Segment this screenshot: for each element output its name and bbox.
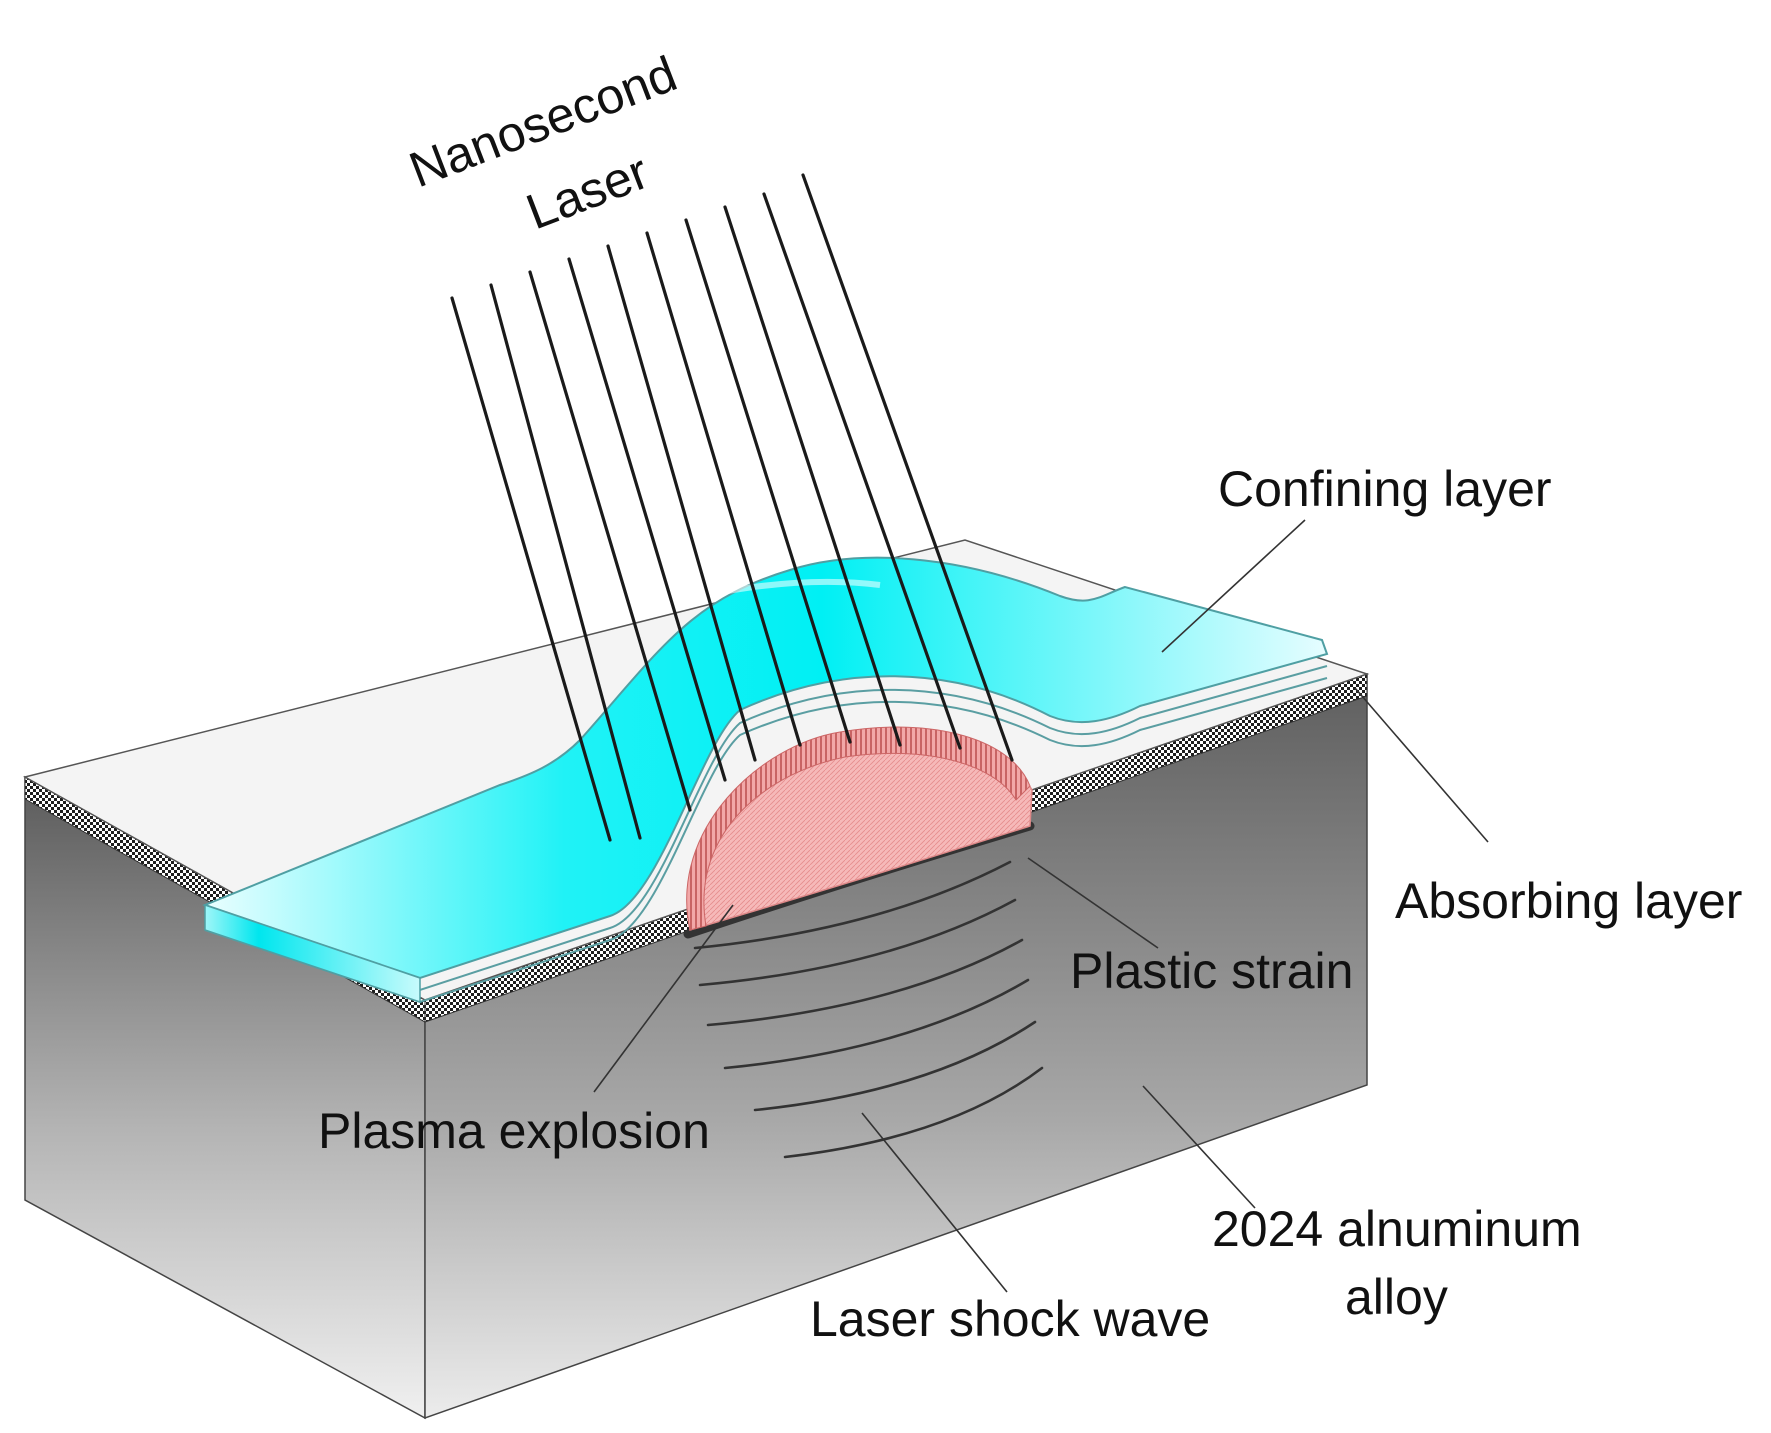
label-material-line2: alloy bbox=[1345, 1269, 1448, 1325]
leader-lines bbox=[593, 519, 1489, 1293]
label-material-line1: 2024 alnuminum bbox=[1212, 1201, 1582, 1257]
title-laser: Laser bbox=[519, 143, 656, 240]
shock-wave-arc bbox=[723, 978, 1030, 1070]
confining-layer bbox=[202, 556, 1329, 1004]
leader-confining-layer bbox=[1161, 519, 1306, 653]
laser-beam bbox=[645, 231, 802, 747]
confining-layer-front-edge bbox=[204, 903, 421, 1004]
label-plasma-explosion: Plasma explosion bbox=[318, 1103, 710, 1159]
laser-beam bbox=[684, 218, 852, 744]
confining-layer-body bbox=[202, 556, 1329, 980]
label-confining-layer: Confining layer bbox=[1218, 461, 1552, 517]
label-absorbing-layer: Absorbing layer bbox=[1395, 873, 1742, 929]
label-laser-shock-wave: Laser shock wave bbox=[810, 1291, 1210, 1347]
label-plastic-strain: Plastic strain bbox=[1070, 943, 1353, 999]
leader-laser-shock-wave bbox=[861, 1112, 1008, 1293]
laser-beams bbox=[450, 173, 1014, 842]
plasma-region bbox=[683, 726, 1035, 939]
leader-plastic-strain bbox=[1027, 857, 1159, 949]
laser-beam bbox=[450, 296, 612, 842]
confining-layer-edge-2 bbox=[204, 665, 1328, 992]
shock-wave-arc bbox=[698, 898, 1017, 987]
laser-beam bbox=[489, 283, 642, 840]
laser-beam bbox=[801, 173, 1014, 762]
laser-beam bbox=[723, 205, 902, 747]
plasma-ridge bbox=[686, 726, 1031, 931]
shock-wave-arc bbox=[783, 1066, 1044, 1159]
laser-beam bbox=[567, 257, 727, 782]
laser-beam bbox=[606, 244, 757, 762]
leader-aluminum-alloy bbox=[1142, 1085, 1256, 1209]
laser-shock-waves bbox=[693, 860, 1044, 1159]
confining-layer-edge-3 bbox=[204, 677, 1328, 1004]
shock-wave-arc bbox=[706, 938, 1024, 1027]
laser-beam bbox=[528, 270, 692, 812]
shock-wave-arc bbox=[693, 860, 1012, 950]
leader-absorbing-layer bbox=[1354, 687, 1489, 843]
laser-beam bbox=[762, 192, 962, 750]
leader-plasma-explosion bbox=[593, 904, 734, 1093]
shock-wave-arc bbox=[753, 1020, 1037, 1112]
